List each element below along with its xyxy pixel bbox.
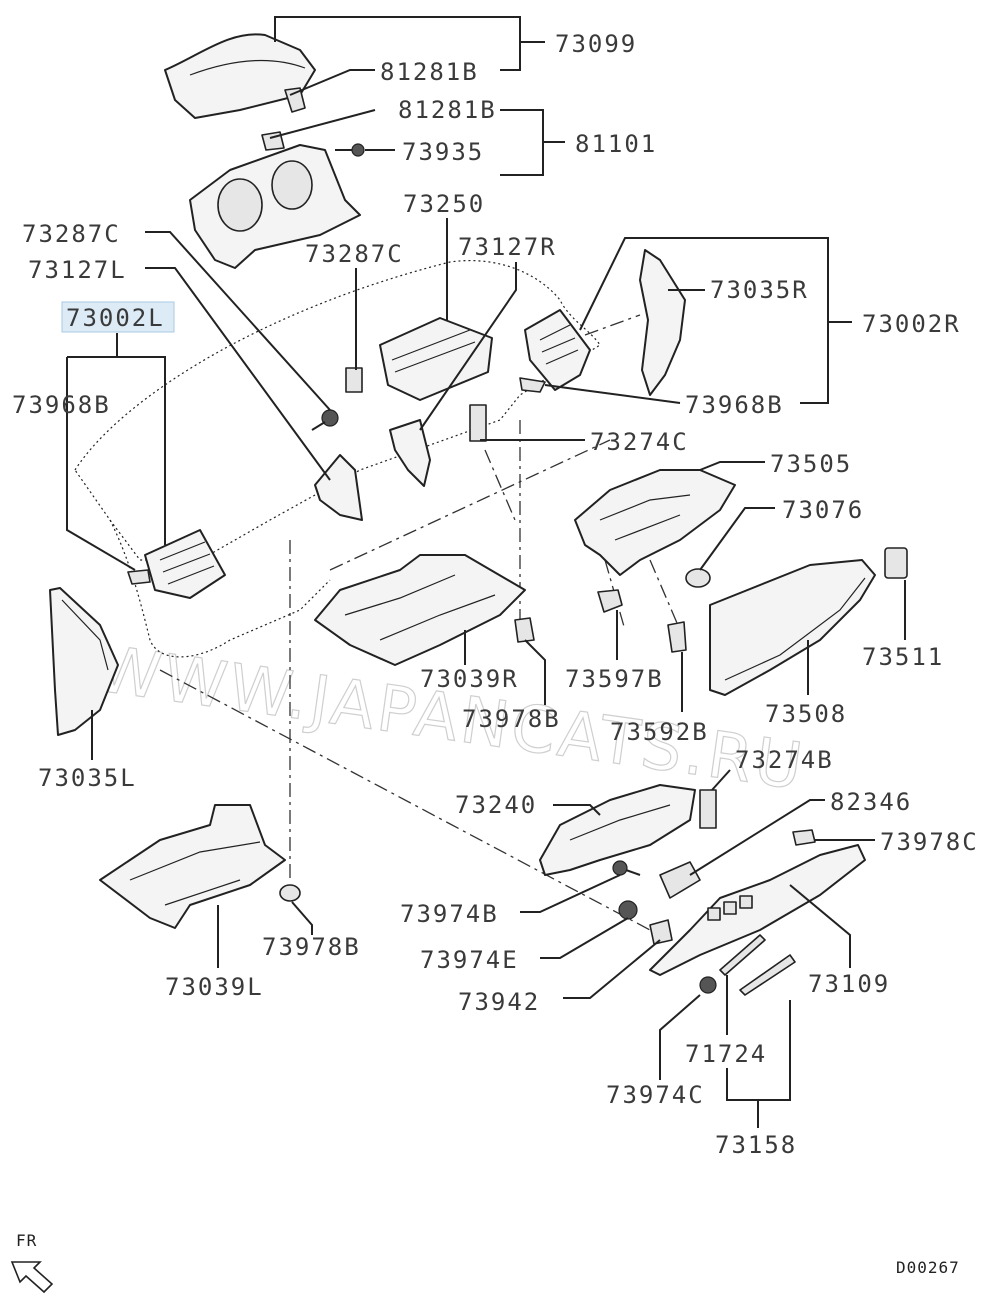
part-label-73076[interactable]: 73076 — [782, 496, 864, 524]
bracket-73127l — [314, 454, 363, 521]
clip-73942 — [649, 919, 673, 945]
clip-73274c — [469, 404, 487, 442]
part-label-73039r[interactable]: 73039R — [420, 665, 519, 693]
side-panel-left-part — [49, 587, 119, 736]
highlight-73002l — [61, 301, 175, 333]
screw-73974e — [618, 900, 638, 920]
part-label-73099[interactable]: 73099 — [555, 30, 637, 58]
trim-strip-71724 — [719, 934, 766, 976]
part-label-73287c-mid[interactable]: 73287C — [305, 240, 404, 268]
clip-73592b — [667, 621, 687, 653]
part-label-73974c[interactable]: 73974C — [606, 1081, 705, 1109]
meter-hood-part — [164, 33, 316, 119]
bracket-73127r — [389, 419, 431, 487]
orientation-label: FR — [16, 1231, 37, 1250]
orientation-marker: FR — [10, 1231, 54, 1294]
under-panel-left-part — [99, 804, 286, 929]
part-label-73274c[interactable]: 73274C — [590, 428, 689, 456]
part-label-73109[interactable]: 73109 — [808, 970, 890, 998]
part-label-73035r[interactable]: 73035R — [710, 276, 809, 304]
part-label-73240[interactable]: 73240 — [455, 791, 537, 819]
part-label-73935[interactable]: 73935 — [402, 138, 484, 166]
part-label-73968b-right[interactable]: 73968B — [685, 391, 784, 419]
part-label-73511[interactable]: 73511 — [862, 643, 944, 671]
clip-73978c — [792, 829, 816, 846]
leader-lines — [66, 16, 906, 1128]
screw-73974c — [699, 976, 717, 994]
part-label-81281b-mid[interactable]: 81281B — [398, 96, 497, 124]
part-label-73978c[interactable]: 73978C — [880, 828, 979, 856]
lower-trim-part — [649, 844, 866, 976]
clip-73274b — [699, 789, 717, 829]
part-labels: 73099 81281B 81281B 73935 81101 73250 73… — [12, 30, 979, 1159]
part-label-73274b[interactable]: 73274B — [735, 746, 834, 774]
part-label-73039l[interactable]: 73039L — [165, 973, 264, 1001]
part-label-73974b[interactable]: 73974B — [400, 900, 499, 928]
part-label-73592b[interactable]: 73592B — [610, 718, 709, 746]
part-label-73974e[interactable]: 73974E — [420, 946, 519, 974]
glovebox-bracket-part — [574, 469, 736, 576]
screw-73935 — [335, 143, 365, 157]
part-label-73508[interactable]: 73508 — [765, 700, 847, 728]
part-label-73002l[interactable]: 73002L — [66, 304, 165, 332]
glovebox-part — [709, 559, 876, 696]
switch-82346 — [659, 861, 701, 899]
under-panel-right-part — [314, 554, 526, 666]
part-label-73942[interactable]: 73942 — [458, 988, 540, 1016]
trim-strip-73158 — [739, 954, 796, 996]
part-label-82346[interactable]: 82346 — [830, 788, 912, 816]
part-label-73287c-left[interactable]: 73287C — [22, 220, 121, 248]
part-label-73127r[interactable]: 73127R — [458, 233, 557, 261]
diagram-code: D00267 — [896, 1258, 960, 1277]
part-label-73158[interactable]: 73158 — [715, 1131, 797, 1159]
part-label-73002r[interactable]: 73002R — [862, 310, 961, 338]
part-label-73978b-low[interactable]: 73978B — [262, 933, 361, 961]
clip-73978b-low — [279, 884, 301, 902]
clip-73597b — [597, 589, 623, 613]
screw-73287c — [311, 367, 363, 431]
center-module-part — [379, 317, 493, 401]
part-label-73978b-mid[interactable]: 73978B — [462, 705, 561, 733]
part-label-71724[interactable]: 71724 — [685, 1040, 767, 1068]
dashboard-outline — [74, 260, 601, 658]
side-panel-right-part — [639, 249, 686, 396]
part-label-73035l[interactable]: 73035L — [38, 764, 137, 792]
damper-73076 — [685, 568, 711, 588]
part-label-73127l[interactable]: 73127L — [28, 256, 127, 284]
part-label-73505[interactable]: 73505 — [770, 450, 852, 478]
part-label-81281b-top[interactable]: 81281B — [380, 58, 479, 86]
part-label-81101[interactable]: 81101 — [575, 130, 657, 158]
part-label-73597b[interactable]: 73597B — [565, 665, 664, 693]
front-arrow-icon — [10, 1261, 54, 1294]
clip-73978b-mid — [514, 617, 535, 643]
striker-73511 — [884, 547, 908, 579]
part-label-73250[interactable]: 73250 — [403, 190, 485, 218]
vent-left-part — [127, 529, 226, 599]
vent-right-part — [519, 309, 591, 393]
part-label-73968b-left[interactable]: 73968B — [12, 391, 111, 419]
screw-73974b — [612, 860, 641, 876]
